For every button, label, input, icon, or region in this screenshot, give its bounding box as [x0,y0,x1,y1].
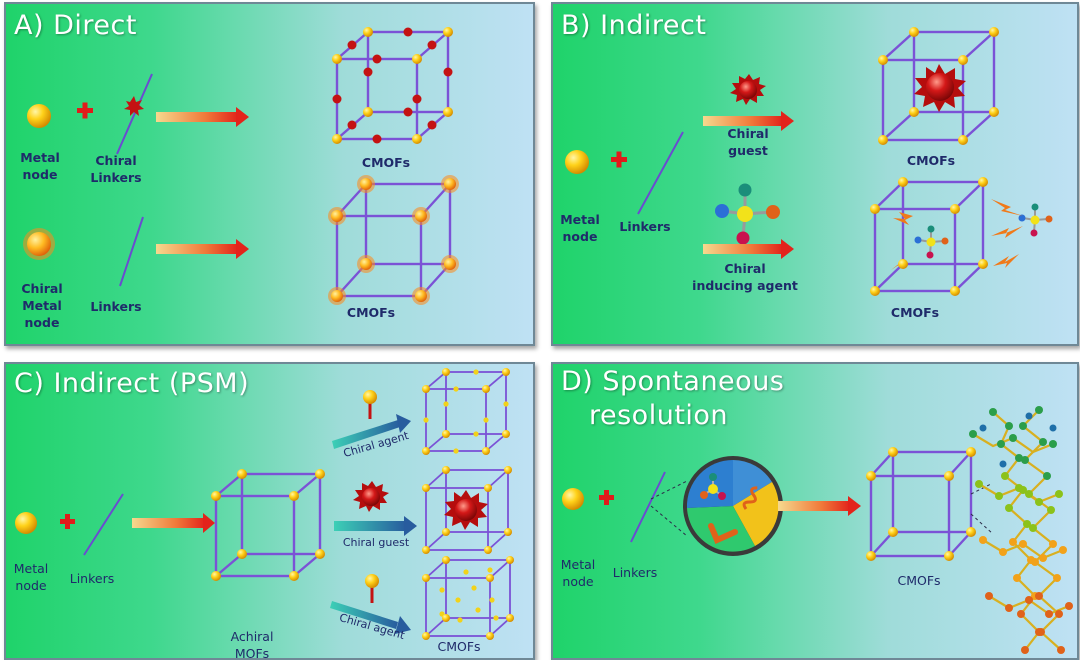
teal-arrow-icon [334,516,417,536]
reaction-arrow-icon [156,244,238,254]
label-chiral-guest: Chiral guest [727,126,769,158]
label-cmofs: CMOFs [897,573,941,588]
chiral-metal-node-icon [23,228,55,260]
tetrahedral-molecule-icon [715,183,780,245]
label-metal-node: Metal node [20,150,60,182]
chiral-agent-pin-icon [363,390,377,419]
teal-arrow-icon [332,414,411,449]
linker-icon [119,216,144,287]
label-cmofs: CMOFs [437,639,481,654]
label-chiral-linkers: Chiral Linkers [90,153,142,185]
chiral-guest-star-icon [353,481,389,512]
panel-a-direct: A) Direct [4,2,535,346]
label-chiral-guest: Chiral guest [342,536,410,549]
metal-node-sphere-icon [15,512,37,534]
chiral-agent-pin-icon [365,574,379,603]
label-linkers: Linkers [69,571,115,586]
linker-icon [83,493,124,556]
panel-d-title-line1: D) Spontaneous [561,366,785,397]
panel-c-indirect-psm: C) Indirect (PSM) [4,362,535,660]
plus-icon [60,514,75,529]
label-cmofs-top: CMOFs [361,155,411,170]
label-metal-node: Metal node [560,212,600,244]
chiral-guest-star-icon [730,74,766,105]
dashed-guide [650,480,688,537]
metal-node-sphere-icon [562,488,584,510]
reaction-arrow-icon [156,112,238,122]
cmof-cube-star-guest-icon [422,466,512,554]
plus-icon [77,102,93,119]
label-chiral-metal-node: Chiral Metal node [21,281,63,330]
chiral-star-icon [124,96,144,116]
panel-d-spontaneous-resolution: D) Spontaneous resolution [551,362,1079,660]
cmof-cube-chiral-guest-icon [878,27,999,145]
label-achiral-mofs: Achiral MOFs [230,629,274,660]
helical-crystal-structure-icon [969,406,1073,654]
label-cmofs-bottom: CMOFs [346,305,396,320]
reaction-arrow-icon [132,518,205,528]
cmof-cube-pin-agent-top-icon [422,368,510,455]
teal-arrow-icon [330,601,411,634]
panel-c-graphics [15,368,514,640]
panel-d-graphics [562,406,1073,654]
chiral-linker-icon [116,73,153,155]
label-chiral-inducing-agent: Chiral inducing agent [692,261,798,293]
panel-b-graphics [565,27,1053,296]
panel-b-indirect: B) Indirect [551,2,1079,346]
linker-icon [637,131,684,215]
linker-icon [630,471,666,543]
panel-d-title-line2: resolution [589,400,729,431]
pie-chiral-selection-icon [683,456,783,556]
label-linkers: Linkers [612,565,658,580]
label-cmofs-bottom: CMOFs [890,305,940,320]
achiral-mof-cube-icon [211,469,325,581]
cmof-cube-pin-agent-bottom-icon [422,556,514,640]
label-metal-node: Metal node [560,557,596,589]
label-cmofs-top: CMOFs [906,153,956,168]
cmof-cube-chiral-linkers-icon [332,27,453,144]
label-metal-node: Metal node [13,561,49,593]
panel-b-title: B) Indirect [561,10,707,41]
panel-c-title: C) Indirect (PSM) [14,368,250,399]
cmof-cube-icon [866,447,994,561]
cmof-cube-inducing-agent-icon [870,177,1053,296]
panel-a-title: A) Direct [14,10,137,41]
label-linkers: Linkers [90,299,142,314]
label-linkers: Linkers [619,219,671,234]
reaction-arrow-icon [778,501,850,511]
plus-icon [599,490,614,505]
metal-node-sphere-icon [565,150,589,174]
reaction-arrow-icon [703,116,783,126]
reaction-arrow-icon [703,244,783,254]
plus-icon [611,151,627,168]
metal-node-sphere-icon [27,104,51,128]
cmof-cube-chiral-nodes-icon [328,175,459,305]
panel-a-graphics [23,27,459,305]
